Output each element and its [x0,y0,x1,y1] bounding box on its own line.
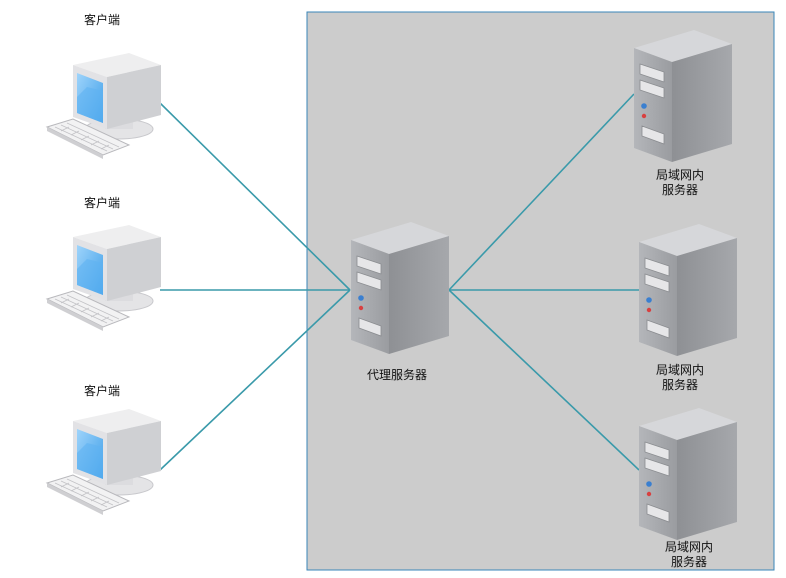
connectors [159,93,640,471]
lan-server-label-line1: 局域网内 [656,168,705,182]
client-pc-icon [46,52,162,160]
lan-server-label-line2: 服务器 [671,555,708,569]
lan-server-label-line2: 服务器 [662,378,699,392]
lan-server-label-line2: 服务器 [662,183,699,197]
client-label: 客户端 [84,13,121,27]
proxy-server-icon [350,221,450,355]
connector-proxy-server1 [448,93,635,291]
connector-client3-proxy [159,289,351,471]
client-pc-icon [46,224,162,332]
connector-proxy-server3 [448,289,640,471]
lan-server-label: 局域网内 服务器 [656,168,704,198]
lan-server-label-line1: 局域网内 [656,363,705,377]
lan-server-icon [638,223,738,357]
lan-server-icon [633,29,733,163]
proxy-server-label: 代理服务器 [367,368,428,382]
lan-server-label-line1: 局域网内 [665,540,714,554]
client-label: 客户端 [84,196,121,210]
lan-server-label: 局域网内 服务器 [665,540,713,570]
client-label: 客户端 [84,384,121,398]
connector-client1-proxy [159,102,351,291]
lan-server-icon [638,407,738,541]
client-pc-icon [46,408,162,516]
lan-server-label: 局域网内 服务器 [656,363,704,393]
